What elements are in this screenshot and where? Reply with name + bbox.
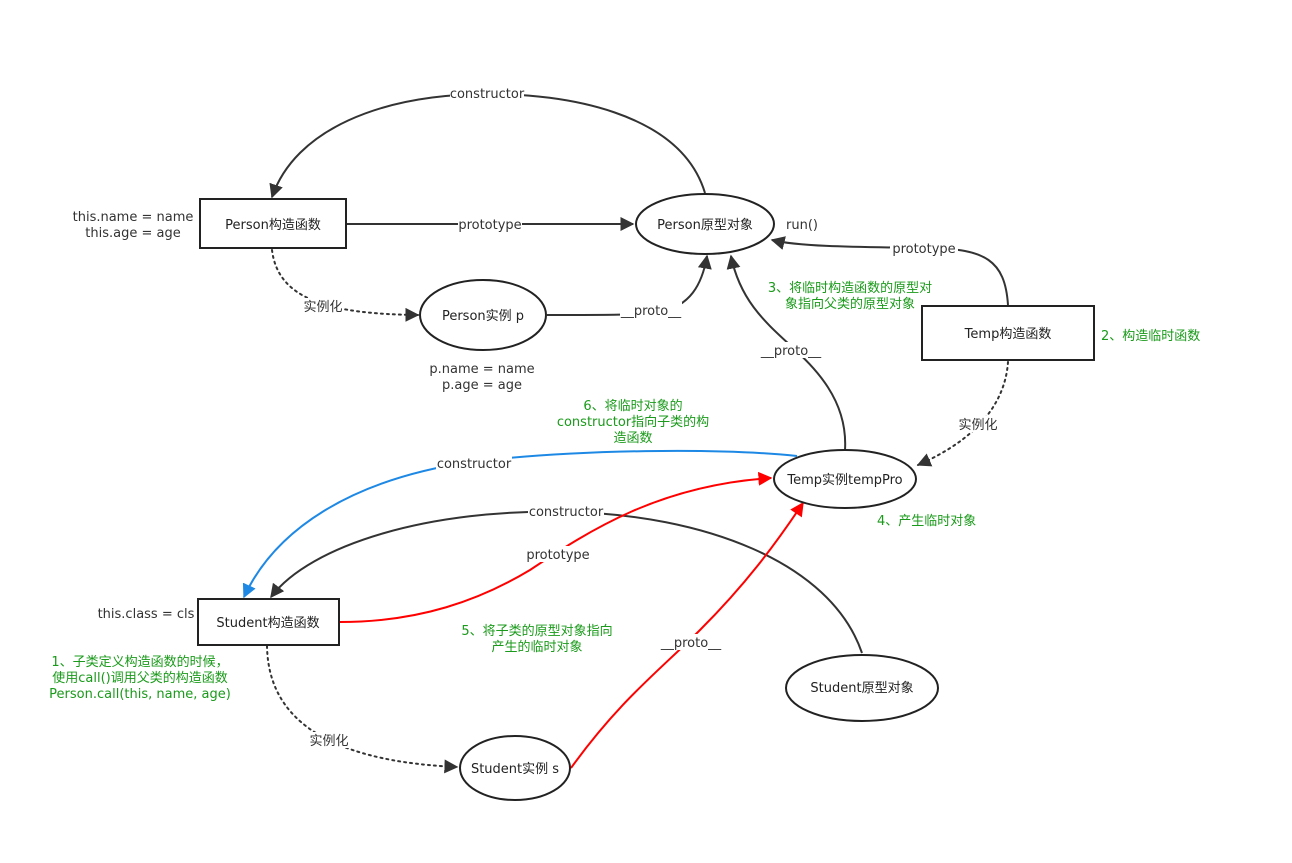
- note-p-age: p.age = age: [442, 378, 522, 393]
- step1-line2: 使用call()调用父类的构造函数: [52, 670, 227, 686]
- step6-line1: 6、将临时对象的: [583, 398, 682, 414]
- node-person-prototype-label: Person原型对象: [657, 218, 753, 233]
- step1-line3: Person.call(this, name, age): [49, 687, 231, 702]
- step6-line2: constructor指向子类的构: [557, 414, 709, 430]
- label-proto-temp-inst: __proto__: [760, 344, 822, 359]
- edge-proto-s-red: [570, 501, 804, 769]
- step4: 4、产生临时对象: [877, 514, 976, 529]
- step2: 2、构造临时函数: [1101, 329, 1200, 344]
- step1-line1: 1、子类定义构造函数的时候，: [51, 654, 228, 670]
- label-instantiate-person: 实例化: [303, 300, 342, 315]
- node-student-prototype: Student原型对象: [785, 654, 939, 722]
- node-person-constructor-label: Person构造函数: [225, 218, 321, 233]
- label-prototype-person: prototype: [458, 218, 521, 233]
- note-person-this-age: this.age = age: [85, 226, 180, 241]
- label-prototype-red: prototype: [526, 548, 589, 563]
- edge-prototype-red: [339, 471, 773, 623]
- node-temp-instance-label: Temp实例tempPro: [786, 473, 902, 488]
- step3-line1: 3、将临时构造函数的原型对: [768, 280, 932, 296]
- edge-instantiate-temp: [916, 361, 1009, 467]
- label-instantiate-temp: 实例化: [958, 418, 997, 433]
- step6-line3: 造函数: [613, 431, 652, 446]
- note-p-name: p.name = name: [429, 362, 534, 377]
- node-person-instance-label: Person实例 p: [442, 309, 524, 324]
- label-constructor-top: constructor: [450, 87, 525, 102]
- edge-instantiate-person: [271, 249, 420, 322]
- node-person-constructor: Person构造函数: [199, 198, 347, 249]
- node-temp-instance: Temp实例tempPro: [773, 449, 917, 509]
- note-student-this-class: this.class = cls: [98, 607, 195, 622]
- label-constructor-blue: constructor: [437, 457, 512, 472]
- node-person-instance: Person实例 p: [419, 279, 547, 351]
- step5-line1: 5、将子类的原型对象指向: [461, 623, 612, 639]
- node-temp-constructor-label: Temp构造函数: [964, 327, 1052, 342]
- label-prototype-temp: prototype: [892, 242, 955, 257]
- label-proto-s: __proto__: [660, 636, 722, 651]
- note-person-this-name: this.name = name: [73, 210, 194, 225]
- edge-instantiate-student: [266, 645, 459, 774]
- step3-line2: 象指向父类的原型对象: [785, 296, 915, 312]
- node-student-constructor: Student构造函数: [197, 598, 340, 646]
- node-person-prototype: Person原型对象: [635, 193, 775, 255]
- label-proto-p: __proto__: [620, 304, 682, 319]
- note-run: run(): [786, 218, 818, 233]
- node-student-instance-label: Student实例 s: [471, 762, 559, 777]
- label-instantiate-student: 实例化: [309, 734, 348, 749]
- node-temp-constructor: Temp构造函数: [921, 305, 1095, 361]
- step5-line2: 产生的临时对象: [491, 639, 582, 655]
- node-student-instance: Student实例 s: [459, 735, 571, 801]
- node-student-constructor-label: Student构造函数: [216, 616, 319, 631]
- node-student-prototype-label: Student原型对象: [810, 681, 913, 696]
- label-constructor-black: constructor: [529, 505, 604, 520]
- edge-constructor-top: [269, 92, 706, 199]
